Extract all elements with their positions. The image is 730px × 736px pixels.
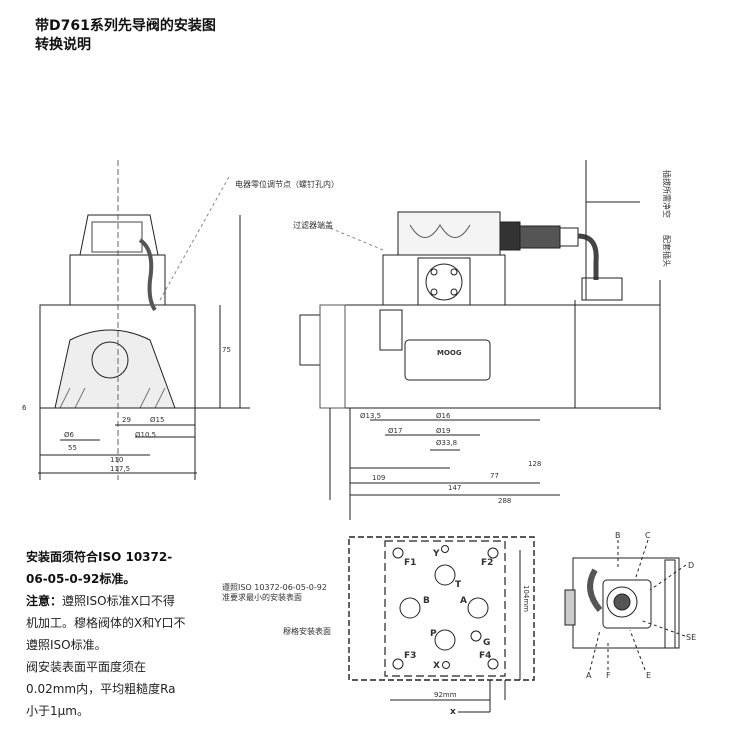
end-view-labels: B C D SE E F A bbox=[586, 531, 696, 680]
dim-label: Ø17 bbox=[388, 427, 402, 435]
title-line-1: 带D761系列先导阀的安装图 bbox=[35, 18, 216, 34]
iso-surface-label: 遵照ISO 10372-06-05-0-92 bbox=[222, 582, 327, 592]
dim-label: 128 bbox=[528, 460, 541, 468]
end-label: B bbox=[615, 531, 621, 540]
caution-text: 遵照ISO标准X口不得机加工。穆格阀体的X和Y口不遵照ISO标准。 bbox=[26, 594, 186, 652]
brand-label: MOOG bbox=[437, 349, 462, 357]
dim-label: 92mm bbox=[434, 691, 457, 699]
dim-label: 6 bbox=[22, 404, 27, 412]
end-label: F bbox=[606, 671, 611, 680]
dim-label: 117,5 bbox=[110, 465, 130, 473]
port-label: F1 bbox=[404, 558, 416, 568]
page-title: 带D761系列先导阀的安装图 转换说明 bbox=[35, 17, 216, 55]
dim-label: 288 bbox=[498, 497, 511, 505]
x-axis-label: x bbox=[450, 707, 456, 717]
plug-clearance-label: 插拔所需净空 bbox=[662, 170, 672, 218]
port-label: T bbox=[455, 580, 462, 590]
port-label: P bbox=[430, 629, 437, 639]
dim-label: Ø19 bbox=[436, 427, 450, 435]
end-label: A bbox=[586, 671, 592, 680]
dim-label: 110 bbox=[110, 456, 123, 464]
dim-label: 29 bbox=[122, 416, 131, 424]
dim-label: 147 bbox=[448, 484, 461, 492]
installation-notes: 安装面须符合ISO 10372-06-05-0-92标准。 注意：遵照ISO标准… bbox=[26, 546, 186, 722]
port-label: X bbox=[433, 661, 440, 671]
flatness-note: 阀安装表面平面度须在0.02mm内，平均粗糙度Ra小于1μm。 bbox=[26, 660, 176, 718]
dim-label: Ø10,5 bbox=[135, 431, 156, 439]
filter-cover-label: 过滤器端盖 bbox=[293, 220, 333, 230]
port-label: G bbox=[483, 638, 490, 648]
mating-connector-label: 配套插头 bbox=[662, 235, 672, 267]
dim-label: Ø15 bbox=[150, 416, 164, 424]
dim-label: 55 bbox=[68, 444, 77, 452]
end-label: SE bbox=[686, 633, 696, 642]
notes-requirement: 安装面须符合ISO 10372-06-05-0-92标准。 bbox=[26, 550, 173, 586]
mounting-pattern bbox=[348, 536, 535, 713]
side-view-dimensions: Ø13,5 Ø17 Ø16 Ø19 Ø33,8 109 77 128 147 2… bbox=[360, 412, 541, 505]
side-view: MOOG bbox=[299, 160, 661, 520]
port-label: F4 bbox=[479, 651, 491, 661]
port-label: B bbox=[423, 596, 430, 606]
moog-surface-label: 穆格安装表面 bbox=[283, 626, 331, 636]
end-view bbox=[564, 539, 687, 671]
dim-label: Ø13,5 bbox=[360, 412, 381, 420]
dim-label: 109 bbox=[372, 474, 385, 482]
port-labels: F1 Y F2 T B A P G F3 X F4 x bbox=[404, 549, 493, 717]
end-label: D bbox=[688, 561, 694, 570]
zero-adjust-label: 电器零位调节点（螺钉孔内） bbox=[235, 179, 339, 189]
end-label: C bbox=[645, 531, 651, 540]
port-label: F2 bbox=[481, 558, 493, 568]
front-view-dimensions: Ø6 55 29 Ø10,5 Ø15 110 117,5 75 6 bbox=[22, 346, 231, 473]
front-view bbox=[38, 160, 250, 480]
callouts: 电器零位调节点（螺钉孔内） 过滤器端盖 插拔所需净空 配套插头 遵照ISO 10… bbox=[222, 170, 672, 636]
port-label: F3 bbox=[404, 651, 416, 661]
dim-label: 104mm bbox=[522, 585, 530, 612]
dim-label: 77 bbox=[490, 472, 499, 480]
dim-label: Ø16 bbox=[436, 412, 451, 420]
caution-label: 注意： bbox=[26, 594, 63, 608]
dim-label: Ø6 bbox=[64, 431, 75, 439]
dim-label: Ø33,8 bbox=[436, 439, 457, 447]
iso-surface-label-2: 准要求最小的安装表面 bbox=[222, 592, 302, 602]
title-line-2: 转换说明 bbox=[35, 37, 91, 53]
end-label: E bbox=[646, 671, 651, 680]
port-label: A bbox=[460, 596, 467, 606]
dim-label: 75 bbox=[222, 346, 231, 354]
pattern-dimensions: 104mm 92mm bbox=[434, 585, 530, 699]
port-label: Y bbox=[432, 549, 440, 559]
